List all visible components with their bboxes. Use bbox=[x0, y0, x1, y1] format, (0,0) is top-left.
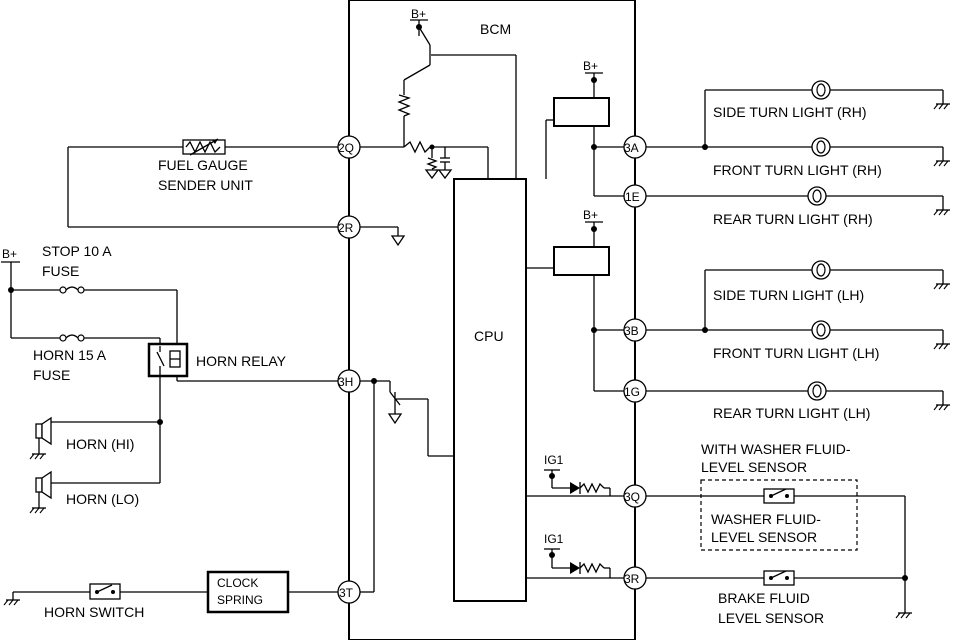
svg-text:3H: 3H bbox=[338, 375, 353, 389]
washer-sensor-optional-box bbox=[700, 479, 858, 551]
ig1-label-2: IG1 bbox=[544, 532, 564, 546]
lamp-front-lh-icon bbox=[811, 320, 831, 340]
bplus-label-relay2: B+ bbox=[583, 208, 598, 222]
svg-text:3B: 3B bbox=[624, 324, 639, 338]
horn-relay bbox=[147, 342, 189, 378]
terminal-3r: 3R bbox=[623, 566, 647, 590]
svg-text:2R: 2R bbox=[338, 221, 354, 235]
brake-sensor-switch bbox=[763, 570, 795, 586]
cpu-label: CPU bbox=[474, 328, 504, 344]
terminal-2r: 2R bbox=[337, 215, 361, 239]
brake-sensor-label-2: LEVEL SENSOR bbox=[718, 610, 824, 626]
ig1-label-1: IG1 bbox=[544, 453, 564, 467]
front-turn-lh-label: FRONT TURN LIGHT (LH) bbox=[713, 345, 879, 361]
horn-lo-icon bbox=[29, 470, 52, 514]
washer-note-label-2: LEVEL SENSOR bbox=[701, 459, 807, 475]
svg-text:3Q: 3Q bbox=[624, 490, 640, 504]
washer-sensor-label-2: LEVEL SENSOR bbox=[711, 529, 817, 545]
svg-text:3R: 3R bbox=[624, 572, 640, 586]
flasher-relay-rh bbox=[553, 97, 610, 127]
stop-fuse-label-2: FUSE bbox=[42, 263, 79, 279]
washer-sensor-switch bbox=[763, 488, 795, 504]
terminal-1g: 1G bbox=[623, 379, 647, 403]
svg-text:2Q: 2Q bbox=[338, 141, 354, 155]
flasher-relay-lh bbox=[553, 246, 610, 276]
rear-turn-lh-label: REAR TURN LIGHT (LH) bbox=[713, 405, 870, 421]
svg-text:3A: 3A bbox=[624, 141, 639, 155]
lamp-front-rh-icon bbox=[811, 137, 831, 157]
washer-sensor-label-1: WASHER FLUID- bbox=[711, 511, 821, 527]
bplus-label-left: B+ bbox=[2, 247, 17, 261]
lamp-side-rh-icon bbox=[811, 80, 831, 100]
side-turn-lh-label: SIDE TURN LIGHT (LH) bbox=[713, 287, 864, 303]
stop-fuse-label-1: STOP 10 A bbox=[42, 243, 112, 259]
horn-fuse-label-2: FUSE bbox=[33, 367, 70, 383]
rear-turn-rh-label: REAR TURN LIGHT (RH) bbox=[713, 211, 873, 227]
horn-hi-label: HORN (HI) bbox=[66, 436, 134, 452]
side-turn-rh-label: SIDE TURN LIGHT (RH) bbox=[713, 104, 867, 120]
clock-spring-label-2: SPRING bbox=[217, 593, 263, 607]
bplus-label-top: B+ bbox=[411, 7, 426, 21]
svg-text:3T: 3T bbox=[339, 586, 354, 600]
terminal-3a: 3A bbox=[623, 135, 647, 159]
terminal-3b: 3B bbox=[623, 318, 647, 342]
svg-text:1G: 1G bbox=[624, 385, 640, 399]
clock-spring-label-1: CLOCK bbox=[217, 576, 258, 590]
bplus-label-relay1: B+ bbox=[583, 59, 598, 73]
horn-lo-label: HORN (LO) bbox=[66, 491, 139, 507]
svg-text:1E: 1E bbox=[625, 190, 640, 204]
horn-hi-icon bbox=[29, 416, 52, 460]
lamp-rear-rh-icon bbox=[807, 186, 827, 206]
horn-fuse-label-1: HORN 15 A bbox=[33, 347, 107, 363]
lamp-side-lh-icon bbox=[811, 260, 831, 280]
terminal-3t: 3T bbox=[337, 580, 361, 604]
terminal-3q: 3Q bbox=[623, 484, 647, 508]
fuel-gauge-label-2: SENDER UNIT bbox=[158, 177, 253, 193]
horn-relay-label: HORN RELAY bbox=[196, 353, 287, 369]
terminal-2q: 2Q bbox=[337, 135, 361, 159]
horn-switch bbox=[89, 583, 121, 600]
horn-switch-label: HORN SWITCH bbox=[44, 604, 144, 620]
front-turn-rh-label: FRONT TURN LIGHT (RH) bbox=[713, 162, 882, 178]
washer-note-label-1: WITH WASHER FLUID- bbox=[701, 441, 851, 457]
brake-sensor-label-1: BRAKE FLUID bbox=[718, 590, 810, 606]
fuel-gauge-label-1: FUEL GAUGE bbox=[158, 157, 248, 173]
terminal-1e: 1E bbox=[623, 184, 647, 208]
cpu-box bbox=[453, 178, 527, 602]
bcm-title: BCM bbox=[480, 21, 511, 37]
terminal-3h: 3H bbox=[337, 369, 361, 393]
lamp-rear-lh-icon bbox=[807, 381, 827, 401]
